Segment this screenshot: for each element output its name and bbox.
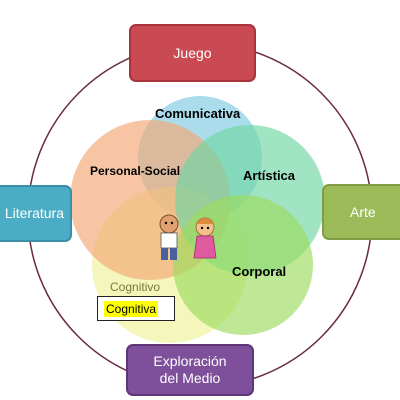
exploracion-label-line1: Exploración	[153, 353, 227, 370]
exploracion-label-line2: del Medio	[159, 370, 221, 386]
juego-label: Juego	[173, 44, 212, 61]
arte-label: Arte	[350, 203, 376, 220]
child-boy-icon	[159, 214, 179, 260]
child-girl-icon	[193, 217, 217, 259]
comunicativa-label: Comunicativa	[155, 106, 241, 121]
cognitiva-highlight-label: Cognitiva	[104, 300, 159, 317]
personal-social-label: Personal-Social	[90, 164, 181, 178]
juego-box: Juego	[129, 24, 256, 82]
corporal-label: Corporal	[232, 264, 287, 279]
artistica-label: Artística	[243, 168, 296, 183]
cognitiva-highlight-box: Cognitiva	[97, 296, 175, 321]
literatura-box: Literatura	[0, 185, 72, 242]
exploracion-box: Exploración del Medio	[126, 344, 254, 396]
cognitivo-label: Cognitivo	[110, 280, 161, 294]
arte-box: Arte	[322, 184, 400, 240]
literatura-label: Literatura	[4, 205, 64, 222]
